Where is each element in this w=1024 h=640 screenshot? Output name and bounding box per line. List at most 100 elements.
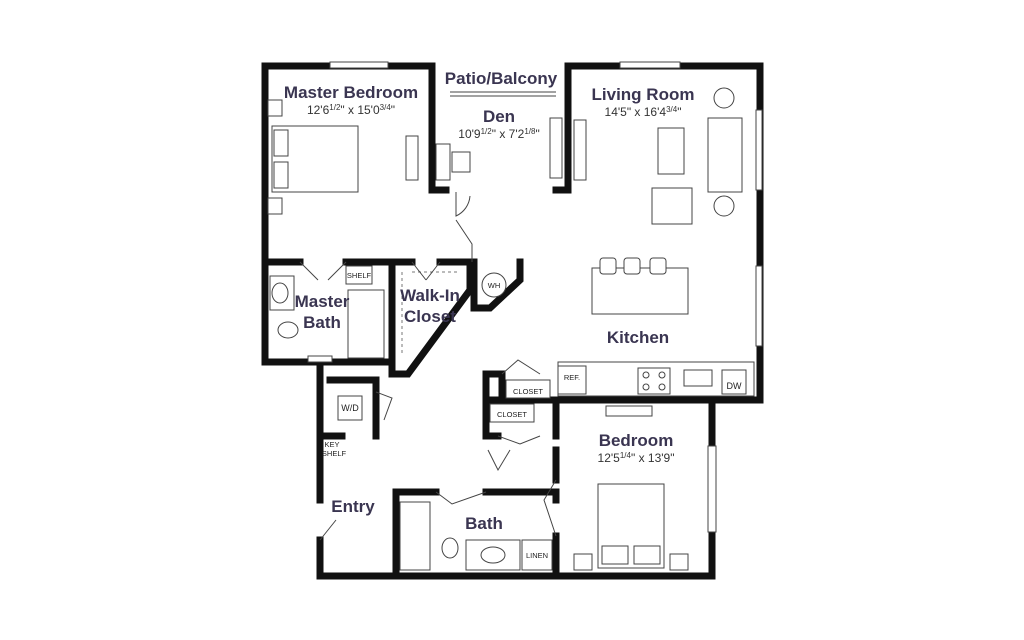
bath-toilet — [441, 537, 459, 559]
master-nightstand-1 — [267, 99, 283, 117]
master-bath-sink — [271, 282, 289, 304]
master-bed-pillow-2 — [273, 161, 289, 189]
living-lamp-2 — [713, 195, 735, 217]
master-nightstand-2 — [267, 197, 283, 215]
doors — [299, 192, 557, 541]
living-armchair — [651, 187, 693, 225]
refrigerator — [557, 365, 587, 395]
bath-tub — [399, 501, 431, 571]
label-entry: Entry — [331, 497, 375, 516]
master-bath-shelf — [345, 265, 373, 285]
bath-sink — [480, 546, 506, 564]
stool-2 — [623, 257, 641, 275]
den-desk — [435, 143, 451, 181]
label-living-room: Living Room — [592, 85, 695, 104]
living-shelf — [573, 119, 587, 181]
closet-upper-box — [505, 379, 551, 399]
label-master-bath-1: Master — [295, 292, 350, 311]
linen-closet — [521, 539, 553, 571]
den-shelf — [549, 117, 563, 179]
door-entry — [319, 519, 337, 541]
door-master-bedroom — [455, 219, 473, 262]
door-bath — [435, 491, 487, 505]
wall-master-west — [261, 62, 324, 366]
label-shelf: SHELF — [347, 271, 372, 280]
closet-lower-box — [489, 403, 535, 423]
label-key: KEY — [324, 440, 339, 449]
door-wd — [375, 391, 393, 421]
label-wd: W/D — [341, 403, 359, 413]
label-bedroom: Bedroom — [599, 431, 674, 450]
living-lamp-1 — [713, 87, 735, 109]
burner-4 — [658, 383, 666, 391]
window-master-bath — [307, 355, 333, 363]
wall-den-west — [428, 62, 450, 194]
door-den — [455, 192, 471, 217]
bedroom-nightstand-1 — [573, 553, 593, 571]
label-master-bedroom: Master Bedroom — [284, 83, 418, 102]
bedroom-pillow-2 — [633, 545, 661, 565]
wall-bath-north-right — [482, 488, 560, 504]
windows — [307, 61, 763, 533]
door-closet-center — [501, 359, 541, 375]
window-bedroom-east — [707, 445, 717, 533]
door-closet-lower — [497, 435, 541, 445]
label-kitchen: Kitchen — [607, 328, 669, 347]
window-master — [329, 61, 389, 69]
master-bath-shower — [347, 289, 385, 359]
living-sofa — [707, 117, 743, 193]
wall-south — [316, 536, 560, 580]
dishwasher — [721, 369, 747, 395]
label-walk-in-2: Closet — [404, 307, 456, 326]
master-dresser — [405, 135, 419, 181]
label-den: Den — [483, 107, 515, 126]
wall-patio-east — [552, 62, 572, 194]
stool-3 — [649, 257, 667, 275]
label-wh: WH — [488, 281, 501, 290]
label-linen: LINEN — [526, 551, 548, 560]
door-walk-in — [411, 261, 441, 281]
furniture — [267, 87, 755, 571]
label-dw: DW — [727, 381, 742, 391]
label-walk-in-1: Walk-In — [400, 286, 460, 305]
label-bath: Bath — [465, 514, 503, 533]
label-patio: Patio/Balcony — [445, 69, 558, 88]
bedroom-pillow-1 — [601, 545, 629, 565]
fixture-labels: WH W/D SHELF KEY SHELF CLOSET CLOSET REF… — [322, 271, 742, 560]
den-chair — [451, 151, 471, 173]
label-ref: REF. — [564, 373, 580, 382]
washer-dryer — [337, 395, 363, 421]
window-living-east-2 — [755, 265, 763, 347]
range — [637, 367, 671, 395]
door-bedroom — [543, 479, 557, 537]
burner-1 — [642, 371, 650, 379]
wall-closet-north-right — [388, 258, 474, 378]
wall-closet-stack-2 — [482, 370, 502, 440]
dim-master-bedroom: 12'61/2" x 15'03/4" — [307, 103, 395, 117]
label-key-shelf: SHELF — [322, 449, 347, 458]
dim-living-room: 14'5" x 16'43/4" — [605, 105, 682, 119]
water-heater — [481, 272, 507, 298]
master-bed-pillow-1 — [273, 129, 289, 157]
wall-wd — [326, 376, 380, 440]
label-closet-1: CLOSET — [513, 387, 543, 396]
burner-3 — [642, 383, 650, 391]
label-master-bath-2: Bath — [303, 313, 341, 332]
room-labels: Patio/Balcony Master Bedroom 12'61/2" x … — [284, 69, 695, 533]
dim-bedroom: 12'51/4" x 13'9" — [598, 451, 675, 465]
wall-wh — [470, 258, 524, 312]
living-coffee-table — [657, 127, 685, 175]
kitchen-island — [591, 267, 689, 315]
window-living-east-1 — [755, 109, 763, 191]
bedroom-nightstand-2 — [669, 553, 689, 571]
kitchen-sink — [683, 369, 713, 387]
dim-den: 10'91/2" x 7'21/8" — [458, 127, 539, 141]
stool-1 — [599, 257, 617, 275]
burner-2 — [658, 371, 666, 379]
bedroom-dresser — [605, 405, 653, 417]
window-living-north — [619, 61, 681, 69]
master-bath-toilet — [277, 321, 299, 339]
door-bedroom-hall — [487, 449, 511, 472]
label-closet-2: CLOSET — [497, 410, 527, 419]
